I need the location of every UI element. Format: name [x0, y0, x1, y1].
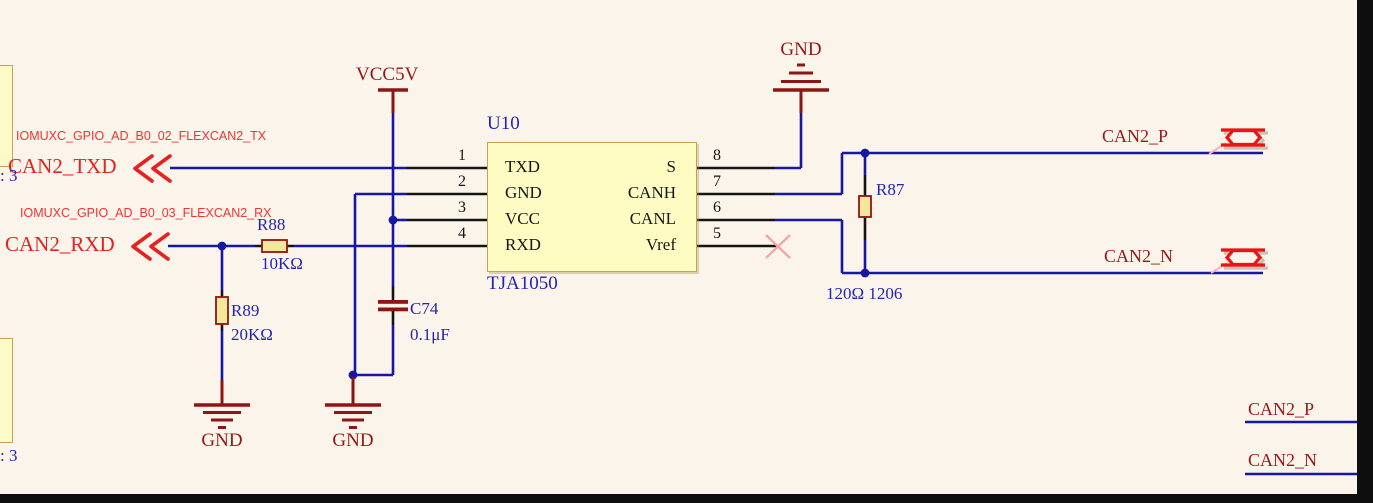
- vcc5v-label: VCC5V: [356, 64, 419, 85]
- gnd-label-r89: GND: [201, 430, 243, 451]
- pin-number-2: 2: [458, 173, 466, 190]
- sheet-note-bottom: : 3: [0, 446, 18, 465]
- gnd-symbol-r89[interactable]: [194, 380, 250, 429]
- edge-sheet-block-bottom: [0, 338, 13, 443]
- r87-value: 120Ω 1206: [826, 284, 903, 303]
- resistor-r87-body[interactable]: [858, 195, 872, 218]
- pin-name-txd: TXD: [505, 157, 540, 176]
- pin-name-s: S: [666, 157, 676, 176]
- pin-name-canl: CANL: [629, 209, 676, 228]
- window-edge-bottom: [0, 494, 1373, 503]
- port-label-can2-rxd[interactable]: CAN2_RXD: [5, 232, 115, 256]
- gnd-symbol-top[interactable]: [773, 63, 829, 113]
- c74-refdes: C74: [410, 299, 439, 318]
- pin-number-3: 3: [458, 199, 466, 216]
- port-chevron-can2-txd[interactable]: [133, 154, 172, 183]
- port-chevron-can2-rxd[interactable]: [131, 232, 170, 261]
- r89-value: 20KΩ: [231, 325, 273, 344]
- pin-name-vref: Vref: [645, 235, 676, 254]
- r87-refdes: R87: [876, 180, 905, 199]
- gnd-label-c74: GND: [332, 430, 374, 451]
- r88-value: 10KΩ: [261, 254, 303, 273]
- junction-dots: [217, 148, 870, 380]
- pin-number-1: 1: [458, 147, 466, 164]
- edge-sheet-block-top: [0, 65, 13, 167]
- pin-number-8: 8: [713, 147, 721, 164]
- c74-value: 0.1μF: [410, 325, 450, 344]
- net-label-can2-n-bottom[interactable]: CAN2_N: [1248, 450, 1318, 470]
- sheet-note-top: : 3: [0, 166, 18, 185]
- pin-name-gnd: GND: [505, 183, 542, 202]
- iomux-label-rx: IOMUXC_GPIO_AD_B0_03_FLEXCAN2_RX: [20, 206, 272, 220]
- capacitor-c74-body[interactable]: [378, 300, 408, 312]
- iomux-label-tx: IOMUXC_GPIO_AD_B0_02_FLEXCAN2_TX: [16, 129, 267, 143]
- net-label-can2-p-top[interactable]: CAN2_P: [1102, 126, 1169, 146]
- pin-stub-wires: [220, 166, 867, 331]
- window-edge-right: [1357, 0, 1373, 503]
- pin-name-vcc: VCC: [505, 209, 540, 228]
- net-label-can2-n-top[interactable]: CAN2_N: [1104, 246, 1174, 266]
- offpage-connector-can2-n[interactable]: [1210, 248, 1268, 274]
- offpage-connector-can2-p[interactable]: [1208, 128, 1268, 155]
- gnd-label-top: GND: [780, 39, 822, 60]
- r88-refdes: R88: [257, 215, 286, 234]
- resistor-r89-body[interactable]: [215, 296, 229, 325]
- pin-number-7: 7: [713, 173, 721, 190]
- pin-number-4: 4: [458, 225, 466, 242]
- net-wires[interactable]: [168, 113, 1358, 476]
- ic-body-u10[interactable]: [487, 142, 697, 272]
- no-connect-x-icon: [765, 234, 791, 259]
- pin-name-canh: CANH: [627, 183, 676, 202]
- net-label-can2-p-bottom[interactable]: CAN2_P: [1248, 399, 1315, 419]
- ic-refdes: U10: [487, 113, 520, 134]
- vcc5v-power-symbol[interactable]: [378, 88, 408, 113]
- resistor-r88-body[interactable]: [261, 239, 288, 253]
- gnd-symbol-c74[interactable]: [325, 377, 381, 429]
- r89-refdes: R89: [231, 301, 260, 320]
- pin-number-5: 5: [713, 225, 721, 242]
- ic-part-number: TJA1050: [487, 273, 558, 294]
- pin-name-rxd: RXD: [505, 235, 541, 254]
- port-label-can2-txd[interactable]: CAN2_TXD: [8, 154, 117, 178]
- pin-number-6: 6: [713, 199, 721, 216]
